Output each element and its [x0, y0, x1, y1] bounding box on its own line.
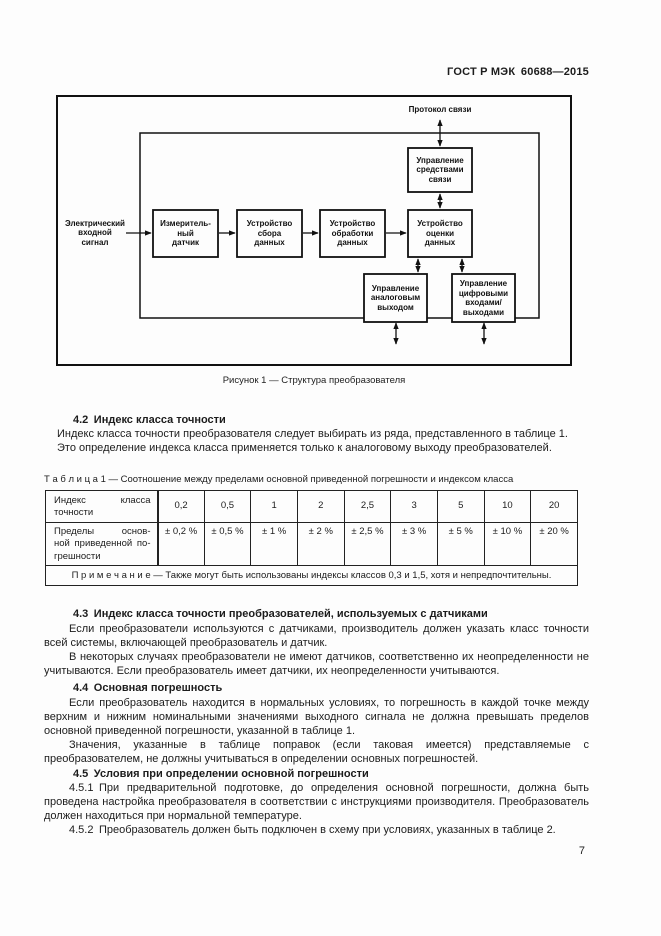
paragraph-4-5-1: 4.5.1 При предварительной подготовке, до…: [44, 781, 589, 823]
paragraph-4-5-2: 4.5.2 Преобразователь должен быть подклю…: [69, 824, 556, 837]
box-comms-control: Управление средствами связи: [416, 155, 464, 184]
box-digital-io-control: Управление цифровыми входами/ выходами: [458, 279, 509, 317]
class-index-cell: 2: [296, 489, 345, 523]
box-data-evaluation-device: Устройство оценки данных: [417, 219, 463, 248]
figure-1-caption: Рисунок 1 — Структура преобразователя: [222, 375, 406, 386]
figure-1-diagram: Протокол связи Электрический входной сиг…: [0, 0, 661, 400]
error-limit-cell: ± 3 %: [390, 521, 438, 567]
error-limit-cell: ± 0,5 %: [203, 521, 252, 567]
box-measuring-sensor: Измеритель- ный датчик: [160, 219, 211, 248]
heading-4-5: 4.5 Условия при определении основной пог…: [73, 767, 369, 780]
row-header-class-index: Индекс класса точности: [45, 489, 159, 523]
error-limit-cell: ± 2,5 %: [343, 521, 392, 567]
table-1-caption: Т а б л и ц а 1 — Соотношение между пред…: [44, 473, 514, 485]
class-index-cell: 3: [390, 489, 438, 523]
class-index-cell: 1: [250, 489, 298, 523]
error-limit-cell: ± 2 %: [296, 521, 345, 567]
table-row: Индекс класса точности 0,2 0,5 1 2 2,5 3…: [45, 489, 578, 523]
label-electrical-input-signal: Электрический входной сигнал: [65, 218, 125, 247]
row-header-error-limits: Пределы основ- ной приведенной по- грешн…: [45, 521, 159, 567]
error-limit-cell: ± 1 %: [250, 521, 298, 567]
class-index-cell: 0,2: [157, 489, 205, 523]
paragraph: Индекс класса точности преобразователя с…: [57, 428, 568, 441]
box-analog-output-control: Управление аналоговым выходом: [370, 283, 421, 312]
paragraph: Если преобразователь находится в нормаль…: [44, 696, 589, 737]
error-limit-cell: ± 20 %: [530, 521, 578, 567]
label-protocol-link: Протокол связи: [408, 105, 472, 115]
box-data-processing-device: Устройство обработки данных: [329, 219, 376, 248]
class-index-cell: 20: [530, 489, 578, 523]
heading-4-2: 4.2 Индекс класса точности: [73, 414, 226, 426]
class-index-cell: 10: [483, 489, 532, 523]
paragraph: Если преобразователи используются с датч…: [44, 622, 589, 649]
heading-4-3: 4.3 Индекс класса точности преобразовате…: [73, 608, 488, 621]
paragraph: В некоторых случаях преобразователи не и…: [44, 650, 589, 678]
block-diagram-svg: [56, 95, 572, 366]
table-row: Пределы основ- ной приведенной по- грешн…: [45, 521, 578, 567]
paragraph: Значения, указанные в таблице поправок (…: [44, 739, 589, 766]
table-note: П р и м е ч а н и е — Также могут быть и…: [45, 565, 578, 587]
table-row: П р и м е ч а н и е — Также могут быть и…: [45, 565, 578, 587]
heading-4-4: 4.4 Основная погрешность: [73, 682, 223, 695]
class-index-cell: 5: [436, 489, 485, 523]
paragraph: Это определение индекса класса применяет…: [57, 442, 552, 455]
document-body: 4.2 Индекс класса точности Индекс класса…: [44, 408, 589, 838]
error-limit-cell: ± 5 %: [436, 521, 485, 567]
error-limit-cell: ± 0,2 %: [157, 521, 205, 567]
error-limit-cell: ± 10 %: [483, 521, 532, 567]
class-index-cell: 2,5: [343, 489, 392, 523]
box-data-acquisition-device: Устройство сбора данных: [246, 219, 293, 248]
table-1: Индекс класса точности 0,2 0,5 1 2 2,5 3…: [45, 489, 578, 587]
class-index-cell: 0,5: [203, 489, 252, 523]
page-number: 7: [578, 845, 585, 857]
doc-number: ГОСТ Р МЭК 60688—2015: [447, 66, 589, 78]
